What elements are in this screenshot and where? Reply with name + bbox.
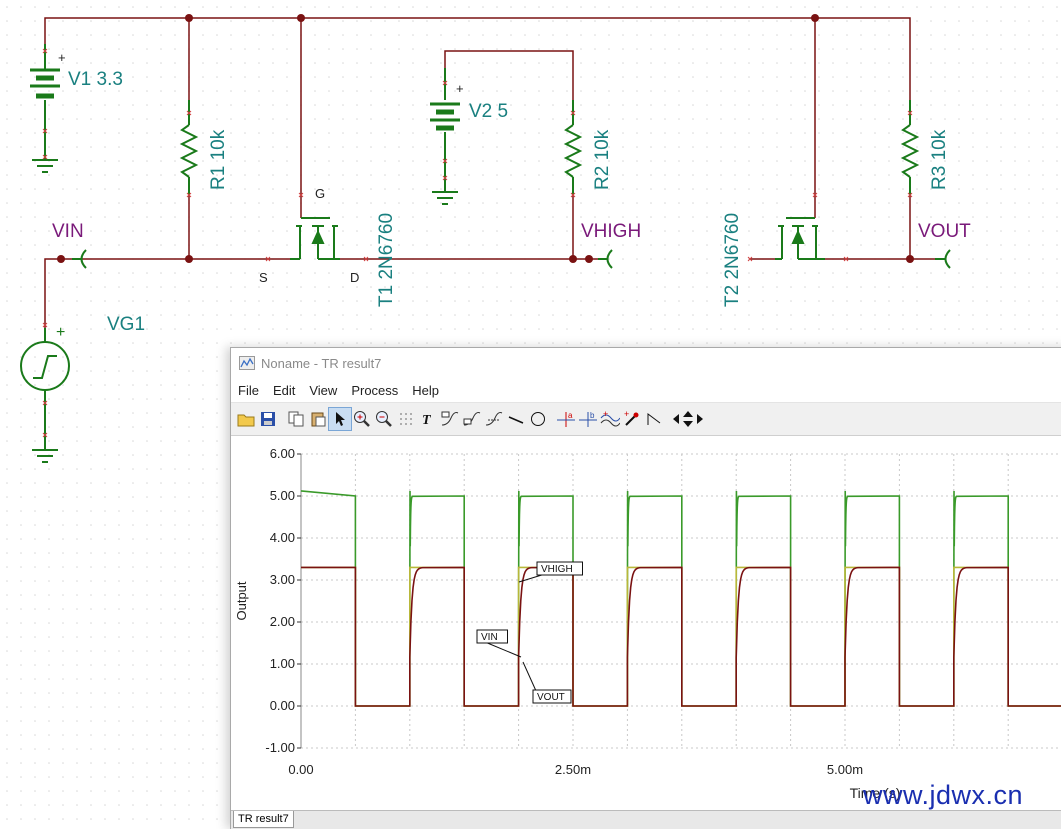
grid-icon[interactable] [395, 408, 417, 430]
window-title: Noname - TR result7 [261, 355, 382, 371]
svg-text:+: + [624, 410, 629, 419]
y-tick-label: 0.00 [270, 698, 295, 713]
y-tick-label: -1.00 [265, 740, 295, 755]
tab-tr-result7[interactable]: TR result7 [233, 811, 294, 828]
probe-icon[interactable]: + [621, 408, 643, 430]
x-tick-label: 2.50m [555, 762, 591, 777]
window-titlebar[interactable]: Noname - TR result7 [231, 348, 1061, 378]
r3-label: R3 10k [929, 129, 950, 190]
y-tick-label: 6.00 [270, 446, 295, 461]
y-tick-label: 1.00 [270, 656, 295, 671]
v1-plus: + [58, 50, 66, 65]
wires [44, 17, 935, 328]
ellipse-icon[interactable] [527, 408, 549, 430]
menu-view[interactable]: View [309, 382, 338, 398]
annotation-vin-box[interactable] [476, 629, 508, 644]
vg1-plus: + [56, 324, 65, 341]
annotation-vout[interactable]: VOUT [537, 692, 565, 703]
save-icon[interactable] [257, 408, 279, 430]
v2-label: V2 5 [469, 101, 508, 122]
app-icon [239, 356, 255, 370]
plot-area[interactable]: 6.00 5.00 4.00 3.00 2.00 1.00 0.00 -1.00 0.00 2.5… [231, 436, 1061, 810]
menu-process[interactable]: Process [351, 382, 399, 398]
zoom-out-icon[interactable] [373, 408, 395, 430]
y-tick-label: 3.00 [270, 572, 295, 587]
y-axis-label: Output [234, 581, 249, 620]
svg-text:+: + [603, 410, 608, 419]
net-label-vhigh: VHIGH [581, 221, 641, 242]
curve-label-2-icon[interactable] [461, 408, 483, 430]
annotation-vin[interactable]: VIN [481, 632, 498, 643]
nudge-right-icon[interactable] [695, 408, 705, 430]
cursor-a-icon[interactable]: a [555, 408, 577, 430]
slope-icon[interactable] [643, 408, 665, 430]
curve-label-3-icon[interactable] [483, 408, 505, 430]
r1-label: R1 10k [208, 129, 229, 190]
x-tick-label: 5.00m [827, 762, 863, 777]
curve-label-icon[interactable] [439, 408, 461, 430]
series-vout-line [301, 566, 1061, 707]
text-icon[interactable]: T [417, 408, 439, 430]
result-window[interactable]: Noname - TR result7 File Edit View Proce… [230, 347, 1061, 829]
nudge-left-icon[interactable] [671, 408, 681, 430]
x-axis-label: Time (s) [850, 785, 901, 801]
nudge-updown-icon[interactable] [681, 408, 695, 430]
tangent-icon[interactable]: + [599, 408, 621, 430]
open-icon[interactable] [235, 408, 257, 430]
svg-text:T: T [422, 413, 432, 427]
annotation-vin-leader [484, 641, 522, 658]
vg1-label: VG1 [107, 314, 145, 335]
battery-v2[interactable] [430, 68, 460, 205]
generator-vg1[interactable] [20, 328, 70, 463]
svg-text:b: b [590, 411, 595, 420]
pointer-icon[interactable] [328, 407, 352, 431]
mosfet-t1[interactable] [290, 217, 340, 260]
menu-file[interactable]: File [238, 382, 259, 398]
t1-drain-label: D [350, 270, 359, 285]
net-label-vin: VIN [52, 221, 84, 242]
line-icon[interactable] [505, 408, 527, 430]
r2-label: R2 10k [592, 129, 613, 190]
paste-icon[interactable] [307, 408, 329, 430]
mosfet-t2[interactable] [775, 217, 825, 260]
pin-markers [42, 48, 913, 438]
t1-gate-label: G [315, 186, 325, 201]
tab-bar: TR result7 [231, 810, 1061, 829]
t1-source-label: S [259, 270, 268, 285]
toolbar: T a b + + [231, 402, 1061, 436]
watermark: www.jdwx.cn [863, 780, 1024, 810]
net-label-vout: VOUT [918, 221, 971, 242]
t1-label: T1 2N6760 [376, 213, 397, 307]
x-tick-label: 0.00 [288, 762, 313, 777]
junction-dots [57, 14, 914, 263]
copy-icon[interactable] [285, 408, 307, 430]
menu-bar: File Edit View Process Help [231, 378, 1061, 402]
menu-edit[interactable]: Edit [272, 382, 296, 398]
chart[interactable]: 6.00 5.00 4.00 3.00 2.00 1.00 0.00 -1.00 0.00 2.5… [231, 436, 1061, 810]
zoom-in-icon[interactable] [351, 408, 373, 430]
y-tick-label: 4.00 [270, 530, 295, 545]
annotation-vhigh[interactable]: VHIGH [541, 564, 573, 575]
y-tick-label: 5.00 [270, 488, 295, 503]
svg-text:a: a [568, 411, 573, 420]
v1-label: V1 3.3 [68, 69, 123, 90]
t2-label: T2 2N6760 [722, 213, 743, 307]
cursor-b-icon[interactable]: b [577, 408, 599, 430]
y-tick-label: 2.00 [270, 614, 295, 629]
annotation-vout-box[interactable] [532, 689, 572, 704]
annotation-vhigh-box[interactable] [536, 561, 583, 576]
v2-plus: + [456, 81, 464, 96]
menu-help[interactable]: Help [412, 382, 440, 398]
